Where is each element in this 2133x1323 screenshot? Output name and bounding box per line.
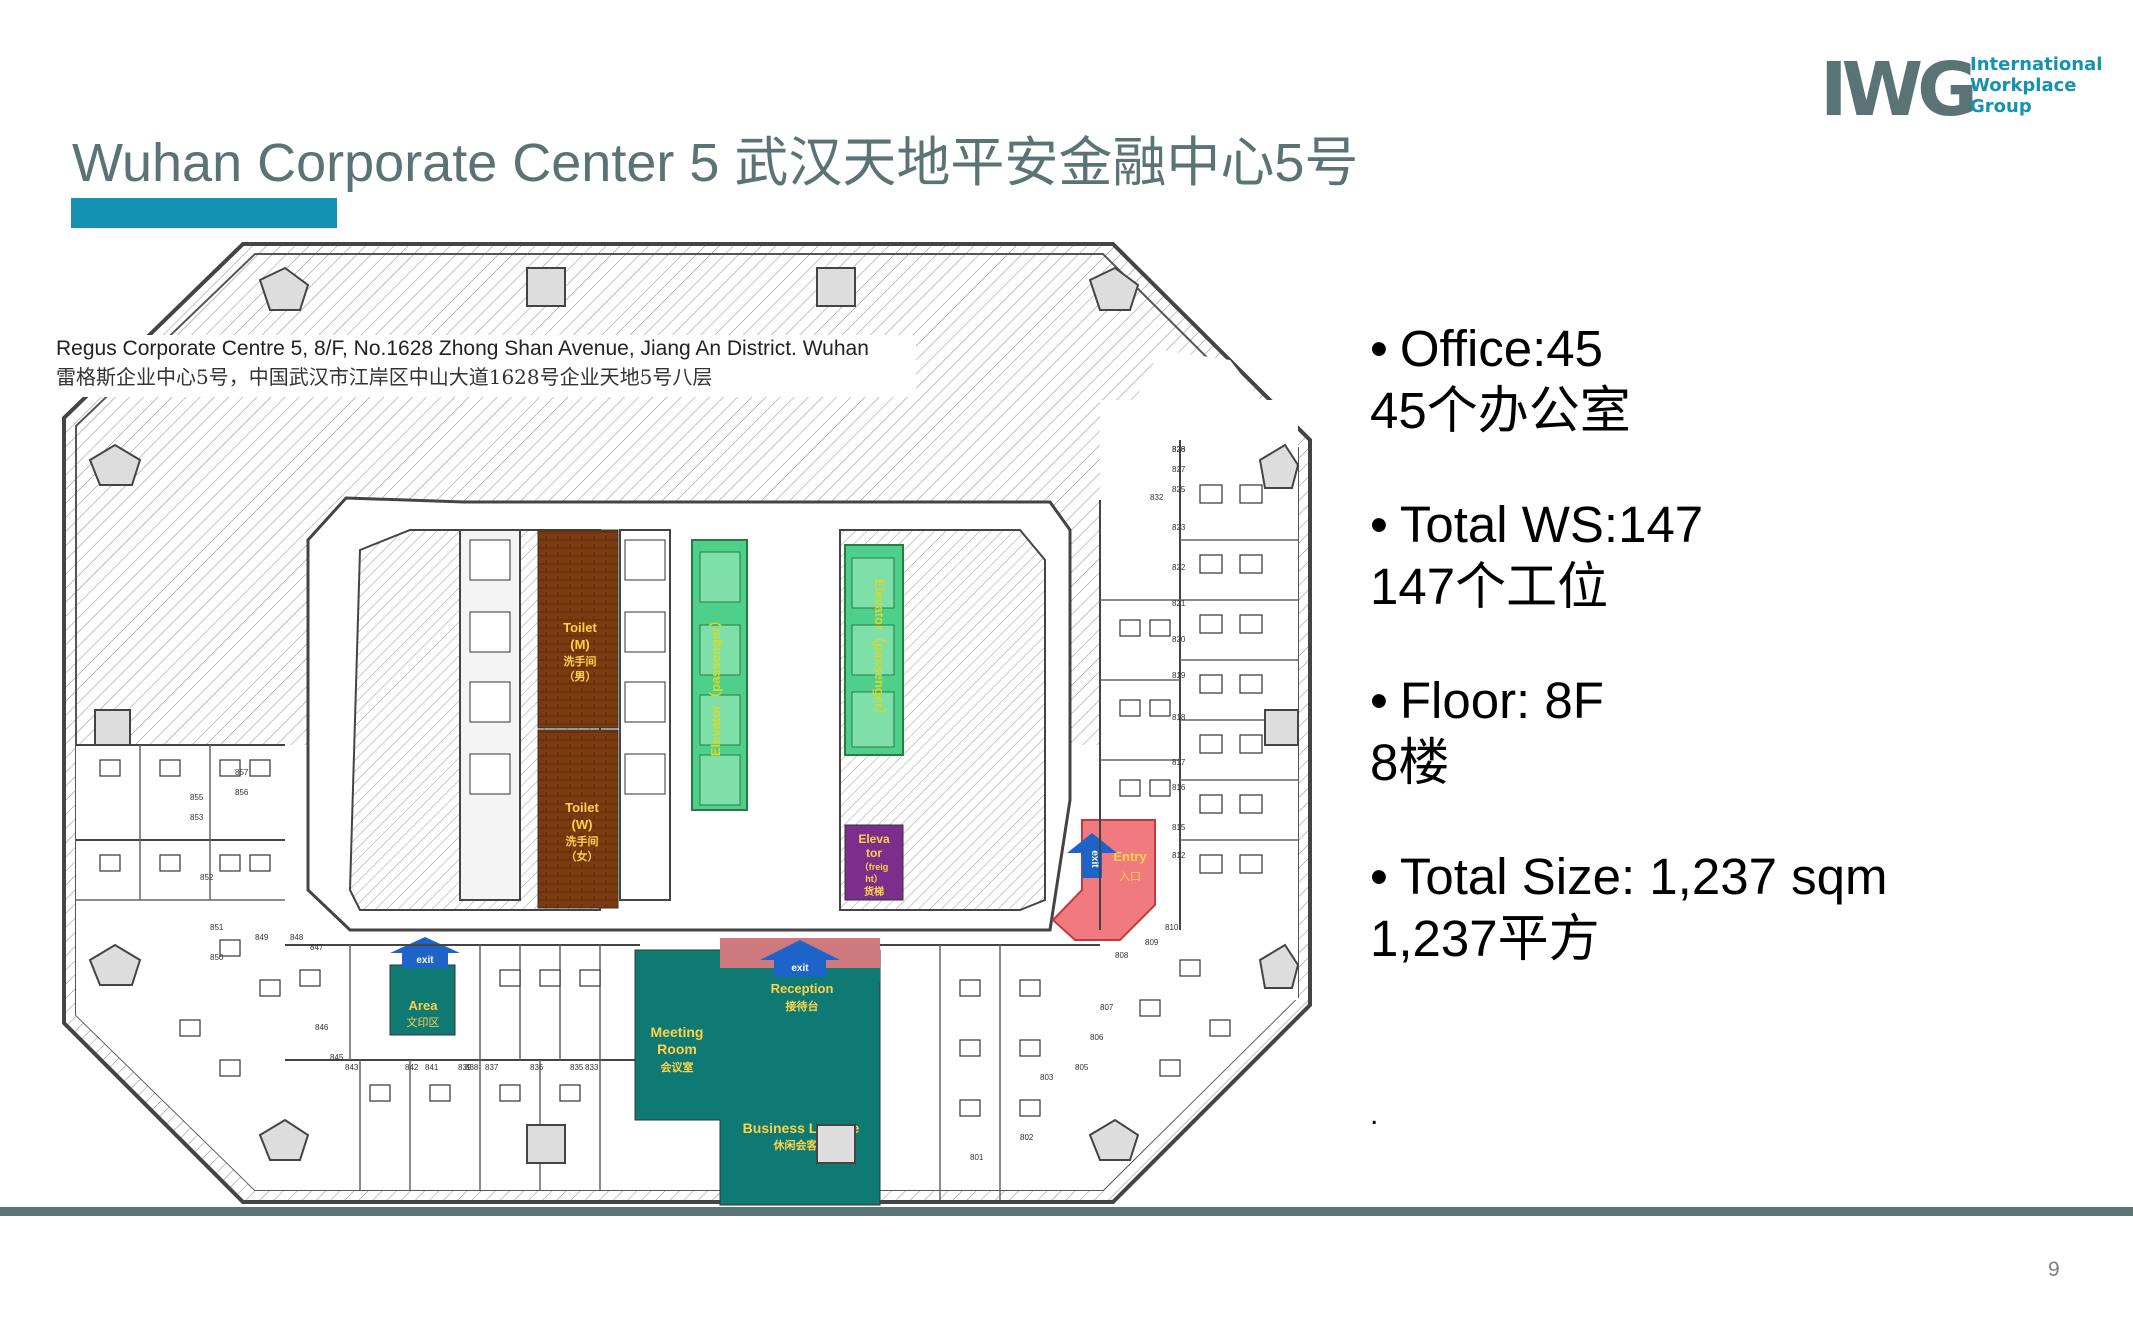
logo-line-1: International xyxy=(1970,54,2103,75)
print-area-cn: 文印区 xyxy=(407,1015,440,1029)
toilet-w-note: （女） xyxy=(566,849,599,863)
footer-rule xyxy=(0,1207,2133,1216)
exit-right-text: exit xyxy=(1089,850,1100,868)
fact-en: Floor: 8F xyxy=(1370,670,2090,732)
logo-line-3: Group xyxy=(1970,96,2032,117)
toilet-m-note: （男） xyxy=(564,670,597,683)
toilet-men xyxy=(537,529,619,729)
logo-text: International Workplace Group xyxy=(1970,54,2102,117)
address-en: Regus Corporate Centre 5, 8/F, No.1628 Z… xyxy=(56,337,869,360)
fact-floor: Floor: 8F 8楼 xyxy=(1370,670,2090,794)
exit-arrow-right xyxy=(1067,833,1117,878)
facts-list: Office:45 45个办公室 Total WS:147 147个工位 Flo… xyxy=(1370,318,2090,1022)
meeting-room-l1: Meeting xyxy=(651,1024,704,1040)
toilet-w-code: (W) xyxy=(572,817,593,832)
exit-arrow-reception-text: exit xyxy=(791,963,809,974)
fact-size: Total Size: 1,237 sqm 1,237平方 xyxy=(1370,846,2090,970)
toilet-women xyxy=(537,729,619,909)
reception-cn: 接待台 xyxy=(786,999,819,1013)
freight-elevator xyxy=(844,824,904,901)
lounge-cn: 休闲会客区 xyxy=(773,1138,829,1152)
iwg-logo: IWG International Workplace Group xyxy=(1820,47,2102,133)
freight-l2: tor xyxy=(866,846,882,860)
title-accent-bar xyxy=(71,198,337,228)
toilet-w-label: Toilet xyxy=(565,800,599,815)
exit-arrow-left xyxy=(390,937,460,968)
page-title: Wuhan Corporate Center 5 武汉天地平安金融中心5号 xyxy=(72,133,1359,193)
elevator-left-label: Elevator（passenger） xyxy=(708,614,723,756)
freight-l4: ht） xyxy=(865,874,883,884)
address-cn: 雷格斯企业中心5号，中国武汉市江岸区中山大道1628号企业天地5号八层 xyxy=(56,365,713,389)
entry-cn: 入口 xyxy=(1119,871,1141,883)
entry-area xyxy=(1051,819,1156,941)
fact-cn: 147个工位 xyxy=(1370,558,1609,615)
freight-l5: 货梯 xyxy=(864,885,884,898)
fact-cn: 8楼 xyxy=(1370,734,1450,791)
toilet-m-label: Toilet xyxy=(563,620,597,635)
fact-office: Office:45 45个办公室 xyxy=(1370,318,2090,442)
reception-en: Reception xyxy=(771,981,834,996)
freight-l3: （freig xyxy=(860,862,889,872)
logo-mark: IWG xyxy=(1820,47,1978,133)
fact-en: Total WS:147 xyxy=(1370,494,2090,556)
entry-label: Entry xyxy=(1113,849,1147,864)
print-area xyxy=(389,964,456,1036)
meeting-room-l2: Room xyxy=(657,1041,697,1057)
freight-l1: Eleva xyxy=(858,832,890,846)
logo-line-2: Workplace xyxy=(1970,75,2077,96)
fact-cn: 1,237平方 xyxy=(1370,910,1600,967)
page-number: 9 xyxy=(2048,1258,2060,1281)
fact-en: Office:45 xyxy=(1370,318,2090,380)
fact-en: Total Size: 1,237 sqm xyxy=(1370,846,2090,908)
toilet-w-cn: 洗手间 xyxy=(566,834,599,848)
fact-cn: 45个办公室 xyxy=(1370,382,1631,439)
fact-workstations: Total WS:147 147个工位 xyxy=(1370,494,2090,618)
exit-arrow-left-text: exit xyxy=(416,955,434,966)
exit-arrow-reception xyxy=(760,940,840,977)
toilet-m-cn: 洗手间 xyxy=(564,654,597,668)
trailing-dot: . xyxy=(1370,1098,1379,1131)
elevator-right-label: Elevator（passenger） xyxy=(872,579,887,721)
address-block: Regus Corporate Centre 5, 8/F, No.1628 Z… xyxy=(51,335,916,397)
meeting-room-cn: 会议室 xyxy=(661,1060,694,1074)
print-area-en: Area xyxy=(409,998,439,1013)
toilet-m-code: (M) xyxy=(570,637,590,652)
floor-plan: Toilet (M) 洗手间 （男） Toilet (W) 洗手间 （女） El… xyxy=(62,242,1312,1206)
